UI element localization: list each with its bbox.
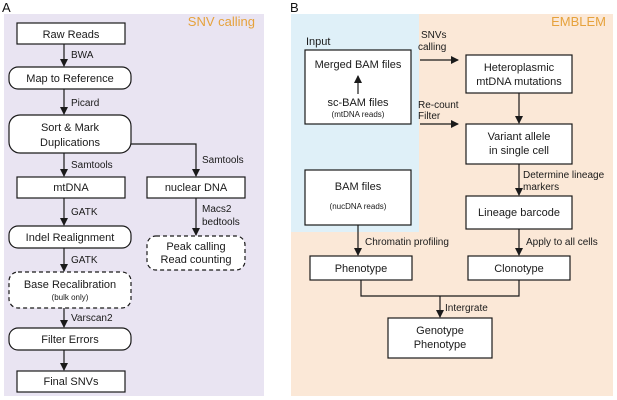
edge-determine-label-2: markers: [523, 182, 559, 193]
heteroplasmic-label-2: mtDNA mutations: [476, 76, 562, 88]
sort-mark-label-2: Duplications: [40, 137, 100, 149]
genotype-phenotype-label: Phenotype: [414, 339, 467, 351]
edge-bedtools-label: bedtools: [202, 217, 240, 228]
map-reference-label: Map to Reference: [26, 73, 113, 85]
variant-allele-box: [465, 123, 573, 165]
edge-sort-to-nuclear: [131, 143, 200, 177]
nuclear-dna-label: nuclear DNA: [165, 182, 228, 194]
edge-gatk-2-label: GATK: [71, 255, 98, 266]
genotype-label: Genotype: [416, 325, 464, 337]
edge-snvs-label-1: SNVs: [421, 30, 447, 41]
edge-bwa-label: BWA: [71, 50, 94, 61]
variant-allele-label-1: Variant allele: [488, 131, 551, 143]
variant-allele-label-2: in single cell: [489, 145, 549, 157]
filter-errors-box: [8, 327, 132, 351]
mtdna-box: [16, 176, 126, 199]
edge-recount-label-2: Filter: [418, 111, 441, 122]
sc-bam-label: sc-BAM files: [327, 97, 389, 109]
raw-reads-label: Raw Reads: [43, 29, 100, 41]
panel-b-title: EMBLEM: [551, 14, 606, 29]
edge-samtools-left-label: Samtools: [71, 160, 113, 171]
panel-a-title: SNV calling: [188, 14, 255, 29]
lineage-barcode-box: [465, 195, 573, 230]
final-snvs-label: Final SNVs: [43, 376, 99, 388]
base-recalibration-label: Base Recalibration: [24, 279, 116, 291]
raw-reads-box: [16, 22, 126, 45]
mtdna-reads-label: (mtDNA reads): [332, 110, 385, 119]
edge-samtools-right-label: Samtools: [202, 155, 244, 166]
lineage-barcode-label: Lineage barcode: [478, 207, 560, 219]
edge-snvs-label-2: calling: [418, 42, 446, 53]
edge-apply-label: Apply to all cells: [526, 237, 598, 248]
bam-files-box: [304, 169, 412, 226]
input-label: Input: [306, 36, 330, 48]
genotype-phenotype-box: [387, 317, 493, 359]
peak-calling-label-2: Read counting: [161, 254, 232, 266]
heteroplasmic-label-1: Heteroplasmic: [484, 62, 555, 74]
base-recalibration-box: [8, 271, 132, 309]
sort-mark-box: [8, 114, 132, 154]
edge-recount-label-1: Re-count: [418, 100, 459, 111]
final-snvs-box: [16, 370, 126, 393]
filter-errors-label: Filter Errors: [41, 334, 99, 346]
nucdna-reads-label: (nucDNA reads): [330, 202, 387, 211]
edge-gatk-1-label: GATK: [71, 207, 98, 218]
edge-macs2-label: Macs2: [202, 204, 232, 215]
mtdna-label: mtDNA: [53, 182, 89, 194]
clonotype-label: Clonotype: [494, 263, 544, 275]
sort-mark-label-1: Sort & Mark: [41, 122, 100, 134]
panel-a-letter: A: [2, 0, 11, 15]
edge-chromatin-label: Chromatin profiling: [365, 237, 449, 248]
bulk-only-label: (bulk only): [52, 293, 89, 302]
indel-realignment-label: Indel Realignment: [26, 232, 115, 244]
edge-integrate-label: Intergrate: [445, 303, 488, 314]
panel-b-letter: B: [290, 0, 299, 15]
peak-calling-label-1: Peak calling: [166, 241, 225, 253]
map-reference-box: [8, 66, 132, 90]
bam-files-label: BAM files: [335, 181, 382, 193]
peak-calling-box: [146, 235, 246, 271]
indel-realignment-box: [8, 225, 132, 249]
merged-bam-label: Merged BAM files: [315, 59, 402, 71]
edge-varscan-label: Varscan2: [71, 313, 113, 324]
edge-picard-label: Picard: [71, 98, 99, 109]
edge-determine-label-1: Determine lineage: [523, 170, 605, 181]
clonotype-box: [467, 255, 571, 281]
phenotype-label: Phenotype: [335, 263, 388, 275]
